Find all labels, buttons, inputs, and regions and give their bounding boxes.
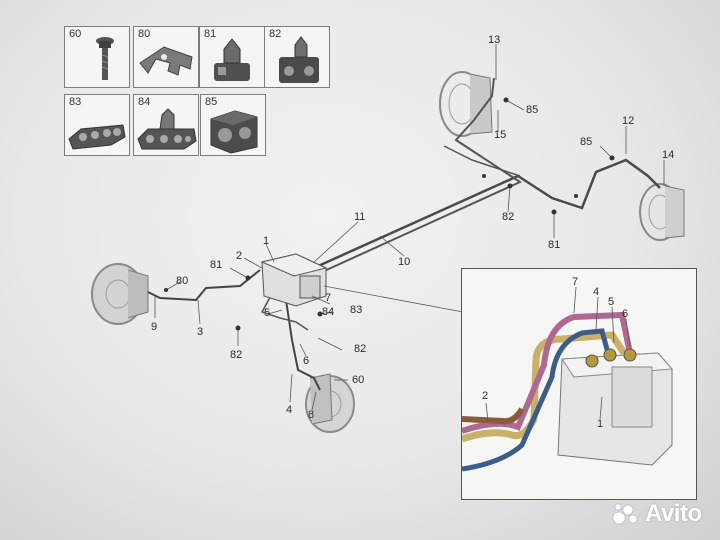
callout-85: 85 [526, 104, 539, 116]
callout-81: 81 [210, 259, 223, 271]
callout-81: 81 [548, 239, 561, 251]
callout-82: 82 [354, 343, 367, 355]
part-number: 80 [138, 28, 151, 40]
callout-6: 6 [303, 355, 310, 367]
callout-85: 85 [580, 136, 593, 148]
rear-brake-line-left [295, 158, 661, 278]
callout-1: 1 [263, 235, 270, 247]
callout-4: 4 [286, 404, 293, 416]
watermark-text: Avito [645, 500, 702, 527]
callout-5: 5 [264, 307, 271, 319]
abs-detail-drawing [462, 286, 674, 472]
push-clip-icon [214, 38, 250, 81]
inset-callout-2: 2 [482, 390, 489, 402]
part-number: 83 [69, 96, 82, 108]
callout-2: 2 [236, 250, 243, 262]
callout-83: 83 [350, 304, 363, 316]
part-number: 81 [204, 28, 217, 40]
part-box-80: 80 [133, 26, 199, 88]
double-clip-icon [279, 36, 319, 83]
block-holder-icon [210, 110, 258, 154]
inset-callout-7: 7 [572, 276, 579, 288]
pipe-brown [462, 407, 525, 425]
callout-82: 82 [502, 211, 515, 223]
callout-82: 82 [230, 349, 243, 361]
pipe-blue [462, 328, 611, 472]
pipe-magenta [462, 311, 633, 434]
front-left-brake-disc [91, 263, 149, 325]
part-number: 60 [69, 28, 82, 40]
callout-14: 14 [662, 149, 675, 161]
callout-15: 15 [494, 129, 507, 141]
part-box-60: 60 [64, 26, 130, 88]
callout-12: 12 [622, 115, 635, 127]
front-left-brake-line [147, 269, 261, 302]
callout-8: 8 [308, 409, 315, 421]
callout-13: 13 [488, 34, 501, 46]
part-number: 84 [138, 96, 151, 108]
part-number: 82 [269, 28, 282, 40]
inset-callout-6: 6 [622, 308, 629, 320]
part-box-83: 83 [64, 94, 130, 156]
part-box-84: 84 [133, 94, 199, 156]
callout-9: 9 [151, 321, 158, 333]
inset-callout-4: 4 [593, 286, 600, 298]
callout-3: 3 [197, 326, 204, 338]
bracket-clip-icon [139, 46, 193, 76]
part-box-82: 82 [264, 26, 330, 88]
abs-hydraulic-unit [260, 253, 328, 307]
front-right-brake-disc [305, 373, 355, 433]
inset-callout-1: 1 [597, 418, 604, 430]
pipe-holder-icon [68, 124, 126, 150]
part-number: 85 [205, 96, 218, 108]
rear-right-brake-disc [439, 71, 493, 137]
part-box-85: 85 [200, 94, 266, 156]
rear-brake-line-right [299, 77, 523, 283]
inset-callout-5: 5 [608, 296, 615, 308]
callout-84: 84 [322, 306, 335, 318]
callout-80: 80 [176, 275, 189, 287]
front-right-brake-line [285, 299, 321, 391]
callout-10: 10 [398, 256, 411, 268]
multi-clip-icon [137, 108, 197, 150]
bolt-icon [96, 37, 114, 80]
avito-watermark: Avito [612, 500, 702, 528]
rear-left-brake-disc [639, 183, 685, 241]
callout-7: 7 [325, 292, 332, 304]
callout-60: 60 [352, 374, 365, 386]
callout-11: 11 [354, 211, 366, 223]
abs-detail-inset: 7 4 5 6 2 1 [461, 268, 697, 500]
avito-logo-icon [612, 503, 638, 525]
